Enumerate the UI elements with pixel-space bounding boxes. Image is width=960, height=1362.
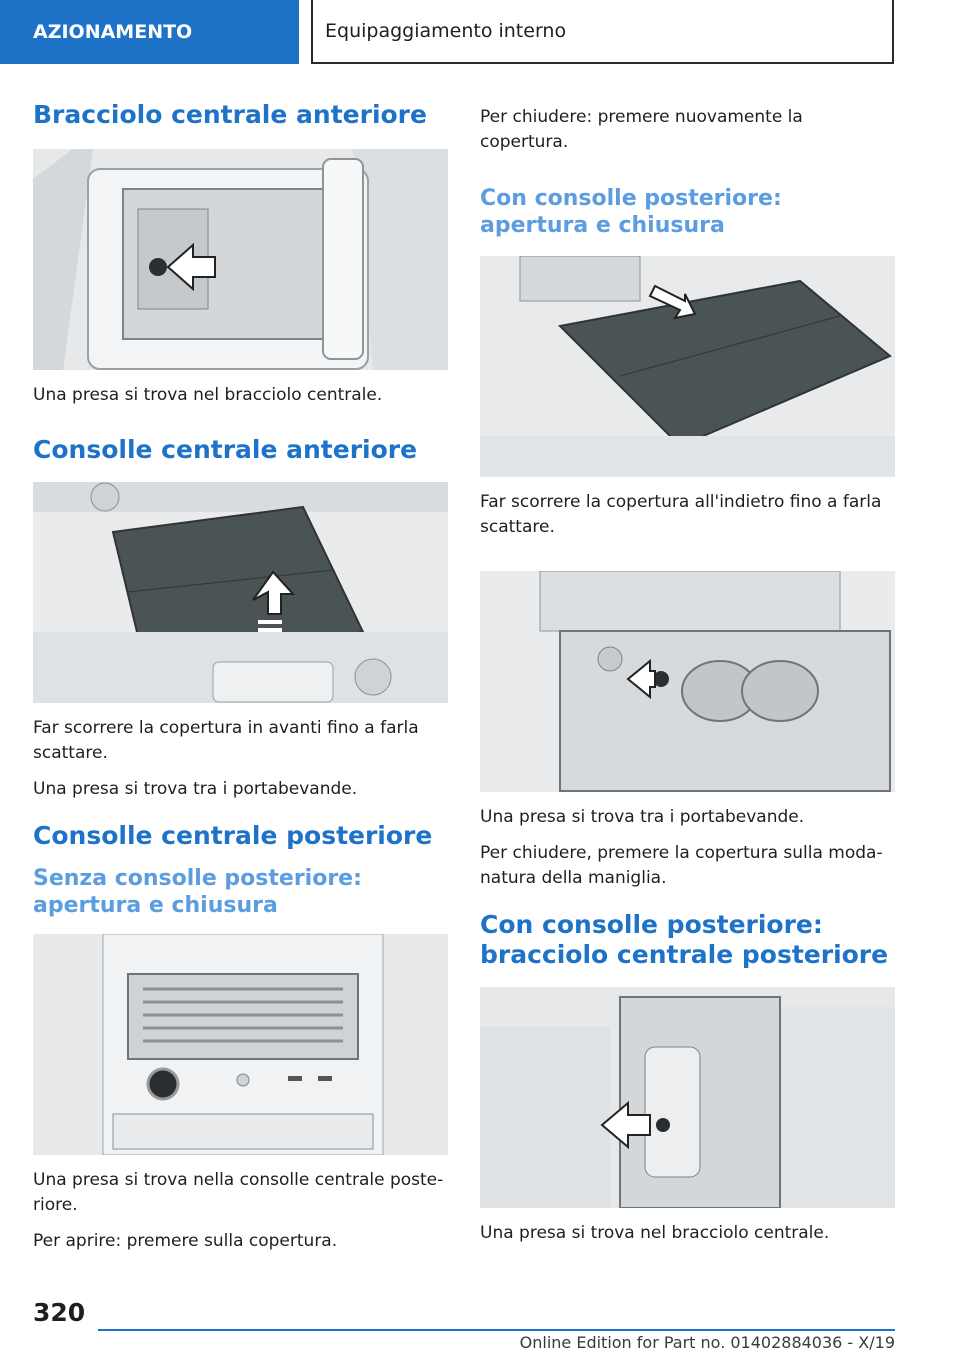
text-to-close: Per chiudere: premere nuovamente la cope… — [480, 107, 803, 152]
section-label: AZIONAMENTO — [33, 21, 193, 43]
text-armrest-socket: Una presa si trova nel bracciolo central… — [33, 385, 383, 405]
figure-rear-armrest — [480, 987, 895, 1208]
subheading-without-rear-console: Senza consolle posteriore: apertura e ch… — [33, 866, 362, 918]
figure-front-armrest — [33, 149, 448, 370]
figure-rear-cover — [480, 256, 895, 477]
text-rear-cupholder-socket: Una presa si trova tra i portabevande. — [480, 807, 805, 827]
chapter-title: Equipaggiamento interno — [325, 20, 567, 42]
figure-front-console — [33, 482, 448, 703]
text-rear-armrest-socket: Una presa si trova nel bracciolo central… — [480, 1223, 830, 1243]
figure-rear-cupholders — [480, 571, 895, 792]
heading-rear-console: Consolle centrale posteriore — [33, 821, 433, 850]
footer-edition: Online Edition for Part no. 01402884036 … — [519, 1333, 895, 1352]
chapter-header: Equipaggiamento interno — [311, 0, 894, 64]
page-number: 320 — [33, 1298, 86, 1327]
text-rear-console-socket: Una presa si trova nella consolle centra… — [33, 1170, 444, 1215]
figure-rear-console-open — [33, 934, 448, 1155]
right-column: Per chiudere: premere nuovamente la cope… — [480, 100, 895, 1246]
text-cupholder-socket: Una presa si trova tra i portabevande. — [33, 779, 358, 799]
text-to-open: Per aprire: premere sulla copertura. — [33, 1231, 338, 1251]
footer-divider — [98, 1329, 895, 1331]
heading-front-armrest: Bracciolo centrale anteriore — [33, 100, 427, 129]
heading-rear-armrest: Con consolle posteriore: bracciolo centr… — [480, 910, 889, 969]
section-tab: AZIONAMENTO — [0, 0, 299, 64]
text-slide-back: Far scorrere la copertura all'indietro f… — [480, 492, 882, 537]
subheading-with-rear-console: Con consolle posteriore: apertura e chiu… — [480, 186, 782, 238]
heading-front-console: Consolle centrale anteriore — [33, 435, 418, 464]
left-column: Bracciolo centrale anteriore Una presa s… — [33, 100, 448, 1254]
text-close-handle: Per chiudere, premere la copertura sulla… — [480, 843, 883, 888]
text-slide-forward: Far scorrere la copertura in avanti fino… — [33, 718, 419, 763]
